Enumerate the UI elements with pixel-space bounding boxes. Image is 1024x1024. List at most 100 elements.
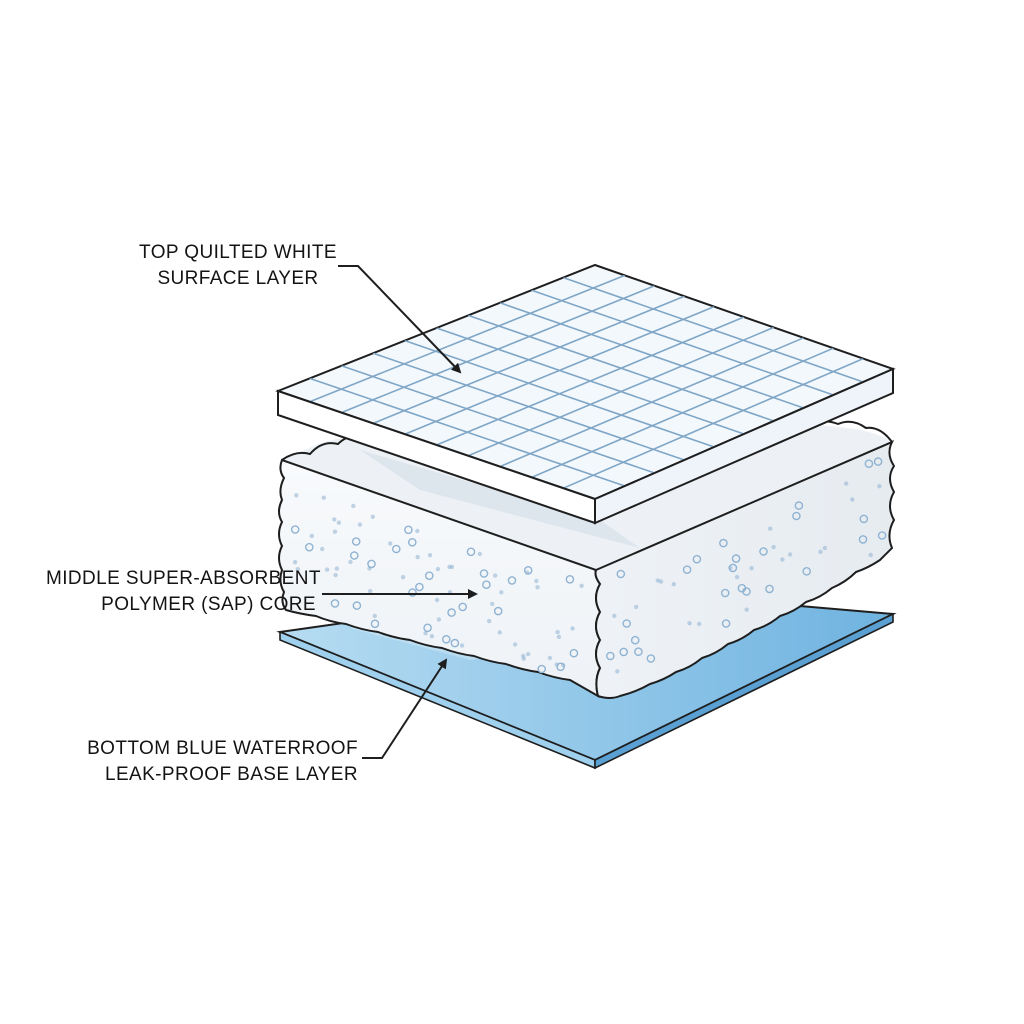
core-sap-granules bbox=[290, 457, 887, 674]
sap-granule bbox=[537, 664, 547, 674]
sap-granule bbox=[368, 588, 373, 594]
sap-granule bbox=[479, 569, 489, 578]
sap-granule bbox=[858, 535, 868, 544]
quilt-line bbox=[563, 276, 864, 383]
sap-granule bbox=[877, 531, 887, 540]
sap-granule bbox=[554, 662, 559, 667]
sap-granule bbox=[859, 514, 869, 524]
sap-granule bbox=[850, 497, 855, 502]
sap-granule bbox=[349, 551, 359, 560]
sap-granule bbox=[435, 566, 441, 572]
sap-granule bbox=[333, 572, 338, 578]
sap-granule bbox=[372, 613, 377, 619]
sap-granule bbox=[556, 634, 562, 639]
sap-granule bbox=[334, 566, 340, 571]
sap-granule bbox=[408, 588, 417, 597]
sap-granule bbox=[619, 647, 629, 657]
sap-granule bbox=[565, 575, 575, 584]
sap-granule bbox=[521, 656, 526, 661]
sap-granule bbox=[634, 647, 643, 657]
sap-granule bbox=[615, 669, 620, 674]
sap-granule bbox=[768, 526, 773, 531]
sap-granule bbox=[697, 621, 702, 627]
sap-granule bbox=[555, 629, 560, 635]
sap-granule bbox=[720, 588, 730, 598]
quilt-line bbox=[531, 347, 834, 479]
sap-granule bbox=[765, 584, 774, 594]
sap-granule bbox=[458, 602, 468, 612]
sap-granule bbox=[459, 643, 465, 648]
top-side-edge bbox=[594, 367, 894, 525]
sap-granule bbox=[304, 542, 314, 552]
sap-granule bbox=[616, 569, 626, 579]
sap-granule bbox=[792, 511, 801, 521]
sap-granule bbox=[490, 601, 495, 607]
sap-granule bbox=[606, 651, 615, 661]
sap-granule bbox=[802, 567, 812, 576]
sap-granule bbox=[400, 575, 406, 580]
sap-granule bbox=[493, 573, 498, 578]
callout-arrow bbox=[338, 265, 462, 374]
sap-granule bbox=[864, 459, 874, 469]
label-middle-line1: MIDDLE SUPER-ABSORBENT bbox=[46, 568, 321, 589]
label-bottom-base: BOTTOM BLUE WATERROOF LEAK-PROOF BASE LA… bbox=[80, 736, 358, 788]
sap-granule bbox=[348, 559, 353, 565]
sap-granule bbox=[436, 617, 442, 622]
sap-granule bbox=[744, 607, 749, 612]
sap-granule bbox=[466, 547, 476, 557]
quilt-line bbox=[562, 357, 864, 489]
label-bottom-line1: BOTTOM BLUE WATERROOF bbox=[87, 738, 358, 759]
sap-granule bbox=[434, 597, 440, 603]
sap-granule bbox=[579, 583, 584, 588]
callout-arrow bbox=[362, 658, 448, 759]
label-top-line2: SURFACE LAYER bbox=[157, 268, 319, 289]
sap-granule bbox=[658, 579, 664, 584]
sap-granule bbox=[447, 564, 452, 570]
quilt-line bbox=[531, 289, 834, 396]
sap-granule bbox=[351, 503, 356, 509]
sap-granule bbox=[692, 554, 702, 564]
sap-granule bbox=[370, 514, 375, 519]
sap-granule bbox=[873, 457, 883, 466]
base-side-edge bbox=[594, 612, 894, 770]
sap-granule bbox=[351, 537, 361, 546]
quilt-line bbox=[499, 302, 804, 409]
sap-granule bbox=[357, 522, 363, 527]
sap-granule bbox=[868, 552, 873, 558]
sap-granule bbox=[330, 599, 340, 608]
sap-granule bbox=[415, 528, 420, 534]
sap-granule bbox=[477, 551, 482, 557]
sap-granule bbox=[424, 571, 434, 581]
sap-granule bbox=[415, 582, 424, 592]
sap-granule bbox=[844, 481, 849, 486]
sap-granule bbox=[523, 566, 533, 575]
sap-granule bbox=[535, 585, 540, 590]
sap-granule bbox=[321, 495, 326, 500]
sap-granule bbox=[423, 631, 428, 636]
sap-granule bbox=[634, 604, 639, 610]
top-quilted-layer bbox=[275, 263, 896, 548]
sap-granule bbox=[482, 580, 491, 590]
label-middle-line2: POLYMER (SAP) CORE bbox=[101, 594, 316, 615]
sap-granule bbox=[497, 630, 502, 635]
sap-granule bbox=[569, 648, 579, 658]
label-top-line1: TOP QUILTED WHITE bbox=[139, 242, 337, 263]
sap-granule bbox=[441, 635, 451, 644]
sap-granule bbox=[630, 635, 640, 645]
sap-granule bbox=[731, 554, 741, 563]
sap-granule bbox=[324, 567, 330, 572]
sap-granule bbox=[493, 606, 503, 616]
label-middle-core: MIDDLE SUPER-ABSORBENT POLYMER (SAP) COR… bbox=[46, 566, 321, 618]
sap-granule bbox=[512, 642, 518, 647]
sap-granule bbox=[332, 517, 337, 522]
sap-granule bbox=[682, 565, 692, 575]
sap-granule bbox=[367, 559, 376, 569]
sap-granule bbox=[719, 538, 728, 548]
sap-granule bbox=[391, 544, 401, 554]
sap-granule bbox=[336, 520, 342, 525]
sap-granule bbox=[818, 549, 823, 554]
sap-granule bbox=[447, 608, 456, 617]
label-bottom-line2: LEAK-PROOF BASE LAYER bbox=[104, 764, 358, 785]
sap-granule bbox=[407, 538, 417, 547]
